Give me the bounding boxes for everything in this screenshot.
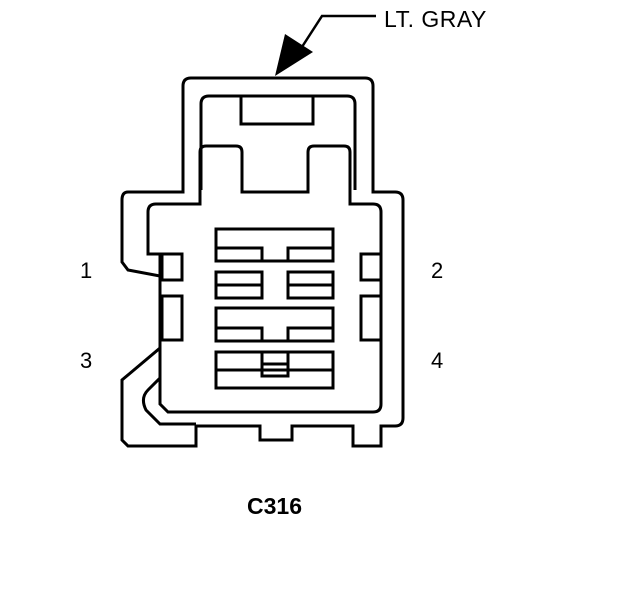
color-callout-arrow (275, 14, 376, 76)
terminal-cavity-row-1 (214, 227, 335, 263)
terminal-cavity-row-3 (214, 306, 335, 343)
body-inner (146, 144, 383, 414)
terminal-cavity-row-4 (214, 350, 335, 390)
keyway (141, 376, 196, 426)
pin-label-4: 4 (431, 348, 444, 373)
right-lock-window-lower (359, 294, 383, 342)
pin-label-1: 1 (80, 258, 93, 283)
latch-window (239, 96, 315, 126)
pin-label-2: 2 (431, 258, 444, 283)
latch-outer (120, 76, 405, 448)
color-callout-label: LT. GRAY (384, 6, 487, 32)
right-lock-window-upper (359, 252, 383, 282)
pin-label-3: 3 (80, 348, 93, 373)
latch-inner (199, 94, 357, 190)
connector-id-label: C316 (247, 493, 302, 519)
terminal-cavity-row-2 (214, 270, 335, 300)
left-lock-window-upper (160, 252, 184, 282)
left-lock-window-lower (160, 294, 184, 342)
